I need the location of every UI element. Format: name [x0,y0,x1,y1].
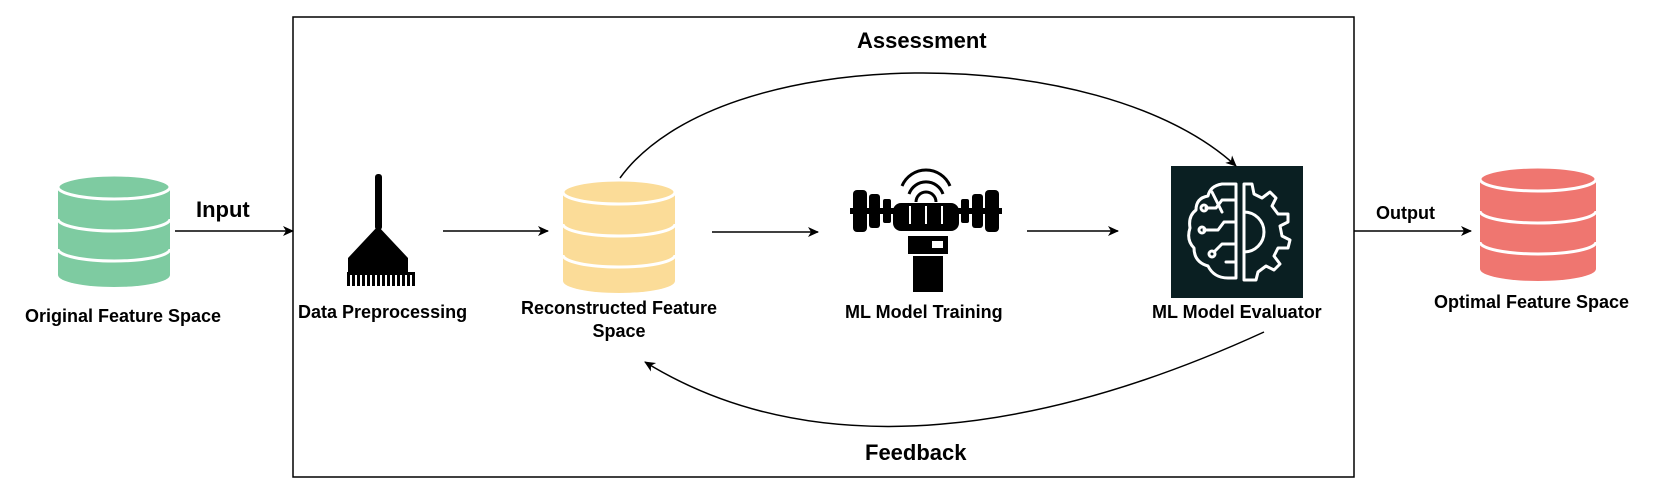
database-icon [1478,165,1598,281]
reconstructed-label-line2: Space [592,321,646,341]
feedback-curve-arrow [644,331,1265,428]
database-icon [56,173,172,287]
feedback-label: Feedback [865,440,967,465]
broom-icon [347,174,415,286]
database-icon [561,178,677,293]
input-label: Input [196,197,250,222]
reconstructed-feature-space-label: Reconstructed Feature Space [519,297,719,343]
ml-model-evaluator-label: ML Model Evaluator [1152,302,1322,322]
reconstructed-label-line1: Reconstructed Feature [520,298,718,318]
ml-model-training-label: ML Model Training [845,302,1003,322]
data-preprocessing-label: Data Preprocessing [298,302,468,322]
assessment-title: Assessment [857,28,987,53]
optimal-feature-space-label: Optimal Feature Space [1434,292,1630,312]
original-feature-space-label: Original Feature Space [25,306,222,326]
output-label: Output [1376,203,1435,223]
dumbbell-icon [850,168,1002,292]
assessment-frame [292,16,1355,478]
ai-brain-gear-icon [1171,166,1303,298]
assessment-curve-arrow [619,72,1237,179]
